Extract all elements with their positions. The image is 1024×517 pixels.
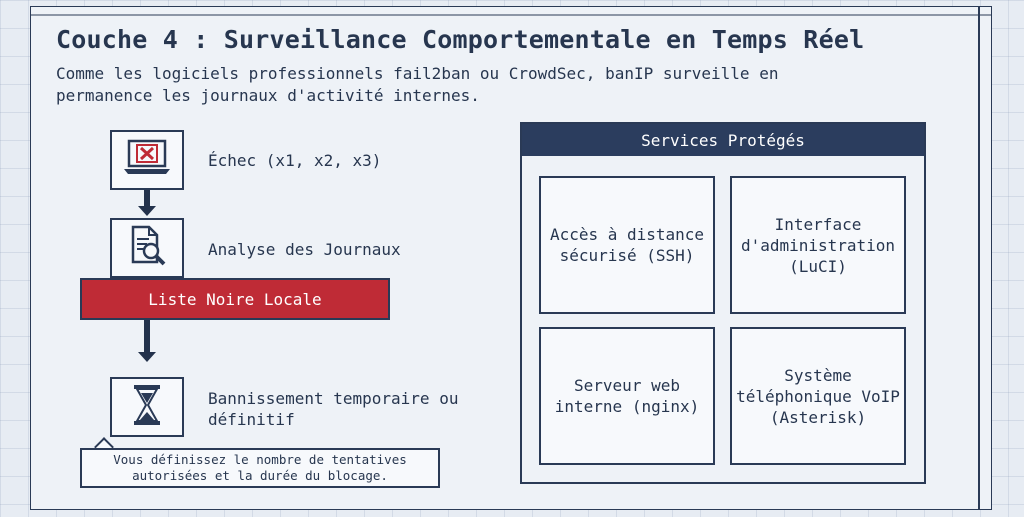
ban-step-box bbox=[110, 377, 184, 437]
ban-step-label: Bannissement temporaire ou définitif bbox=[208, 389, 459, 429]
services-header: Services Protégés bbox=[522, 124, 924, 156]
service-luci: Interface d'administration (LuCI) bbox=[730, 176, 906, 314]
laptop-x-icon bbox=[121, 138, 173, 182]
failure-step-box bbox=[110, 130, 184, 190]
protected-services-panel: Services Protégés Accès à distance sécur… bbox=[520, 122, 926, 484]
local-blacklist-bar: Liste Noire Locale bbox=[80, 278, 390, 320]
page-subtitle: Comme les logiciels professionnels fail2… bbox=[56, 64, 779, 105]
log-analysis-step-label: Analyse des Journaux bbox=[208, 240, 401, 259]
connector-line bbox=[144, 320, 150, 354]
arrow-down-icon bbox=[138, 206, 156, 216]
hourglass-icon bbox=[132, 383, 162, 431]
service-ssh: Accès à distance sécurisé (SSH) bbox=[539, 176, 715, 314]
service-nginx: Serveur web interne (nginx) bbox=[539, 327, 715, 465]
page-title: Couche 4 : Surveillance Comportementale … bbox=[56, 25, 865, 54]
arrow-down-icon bbox=[138, 352, 156, 362]
connector-line bbox=[144, 190, 150, 208]
failure-step-label: Échec (x1, x2, x3) bbox=[208, 151, 382, 170]
frame-line-right bbox=[978, 6, 980, 510]
frame-line-top bbox=[30, 14, 992, 16]
document-magnifier-icon bbox=[125, 224, 169, 272]
configuration-note: Vous définissez le nombre de tentatives … bbox=[80, 448, 440, 488]
log-analysis-step-box bbox=[110, 218, 184, 278]
service-asterisk: Système téléphonique VoIP (Asterisk) bbox=[730, 327, 906, 465]
